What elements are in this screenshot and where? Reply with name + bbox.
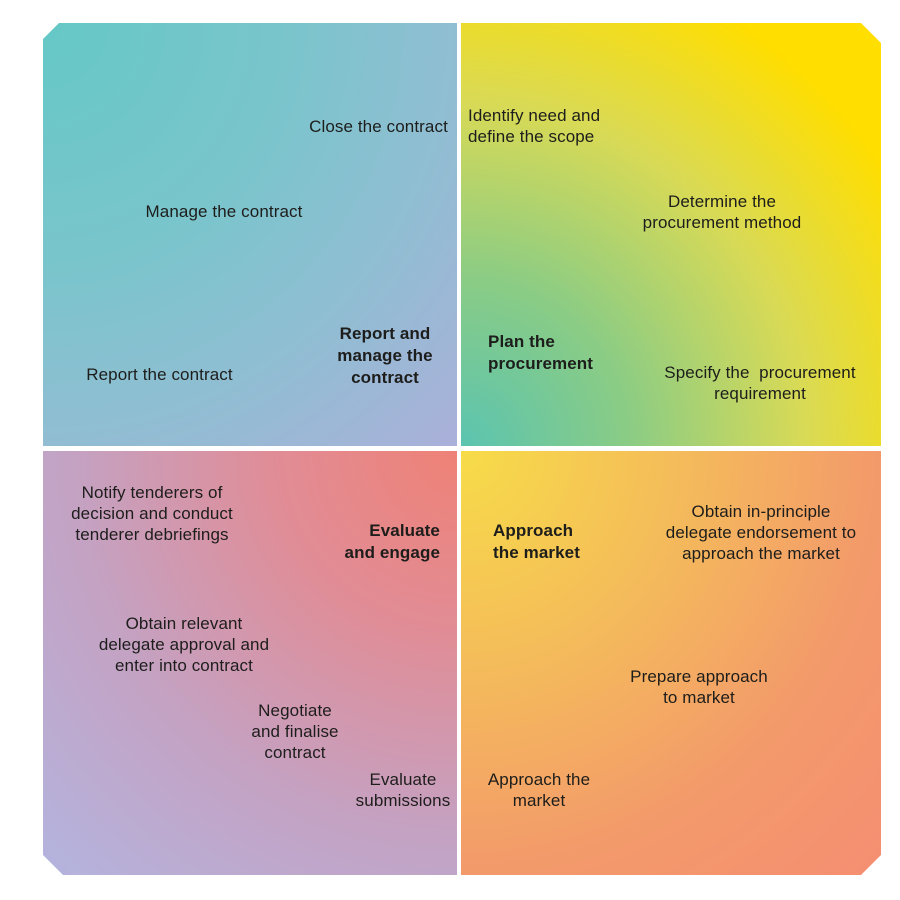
step-approach-the-market: Approach the market bbox=[487, 770, 591, 810]
quadrant-heading-evaluate-engage: Evaluate and engage bbox=[344, 521, 440, 562]
step-negotiate-finalise-contract: Negotiate and finalise contract bbox=[251, 701, 339, 762]
step-notify-tenderers-debriefings: Notify tenderers of decision and conduct… bbox=[71, 483, 233, 544]
step-determine-procurement-method: Determine the procurement method bbox=[642, 192, 802, 232]
quadrant-heading-approach-market: Approach the market bbox=[493, 521, 580, 562]
step-close-the-contract: Close the contract bbox=[309, 117, 448, 136]
step-evaluate-submissions: Evaluate submissions bbox=[355, 770, 451, 810]
quadrant-report-and-manage-contract: Close the contract Manage the contract R… bbox=[43, 23, 457, 446]
quadrant-heading-plan-procurement: Plan the procurement bbox=[488, 332, 594, 373]
quadrant-plan-the-procurement: Identify need and define the scope Deter… bbox=[461, 23, 881, 446]
step-manage-the-contract: Manage the contract bbox=[145, 202, 303, 221]
step-prepare-approach-to-market: Prepare approach to market bbox=[630, 667, 768, 707]
step-report-the-contract: Report the contract bbox=[86, 365, 233, 384]
step-obtain-in-principle-endorsement: Obtain in-principle delegate endorsement… bbox=[665, 502, 857, 563]
step-identify-need-define-scope: Identify need and define the scope bbox=[468, 106, 601, 146]
quadrant-approach-the-market: Approach the market Obtain in-principle … bbox=[461, 451, 881, 875]
step-obtain-delegate-approval: Obtain relevant delegate approval and en… bbox=[98, 614, 270, 675]
quadrant-evaluate-and-engage: Notify tenderers of decision and conduct… bbox=[43, 451, 457, 875]
quadrant-heading-report-and-manage: Report and manage the contract bbox=[337, 324, 433, 387]
step-specify-procurement-requirement: Specify the procurement requirement bbox=[664, 363, 856, 403]
